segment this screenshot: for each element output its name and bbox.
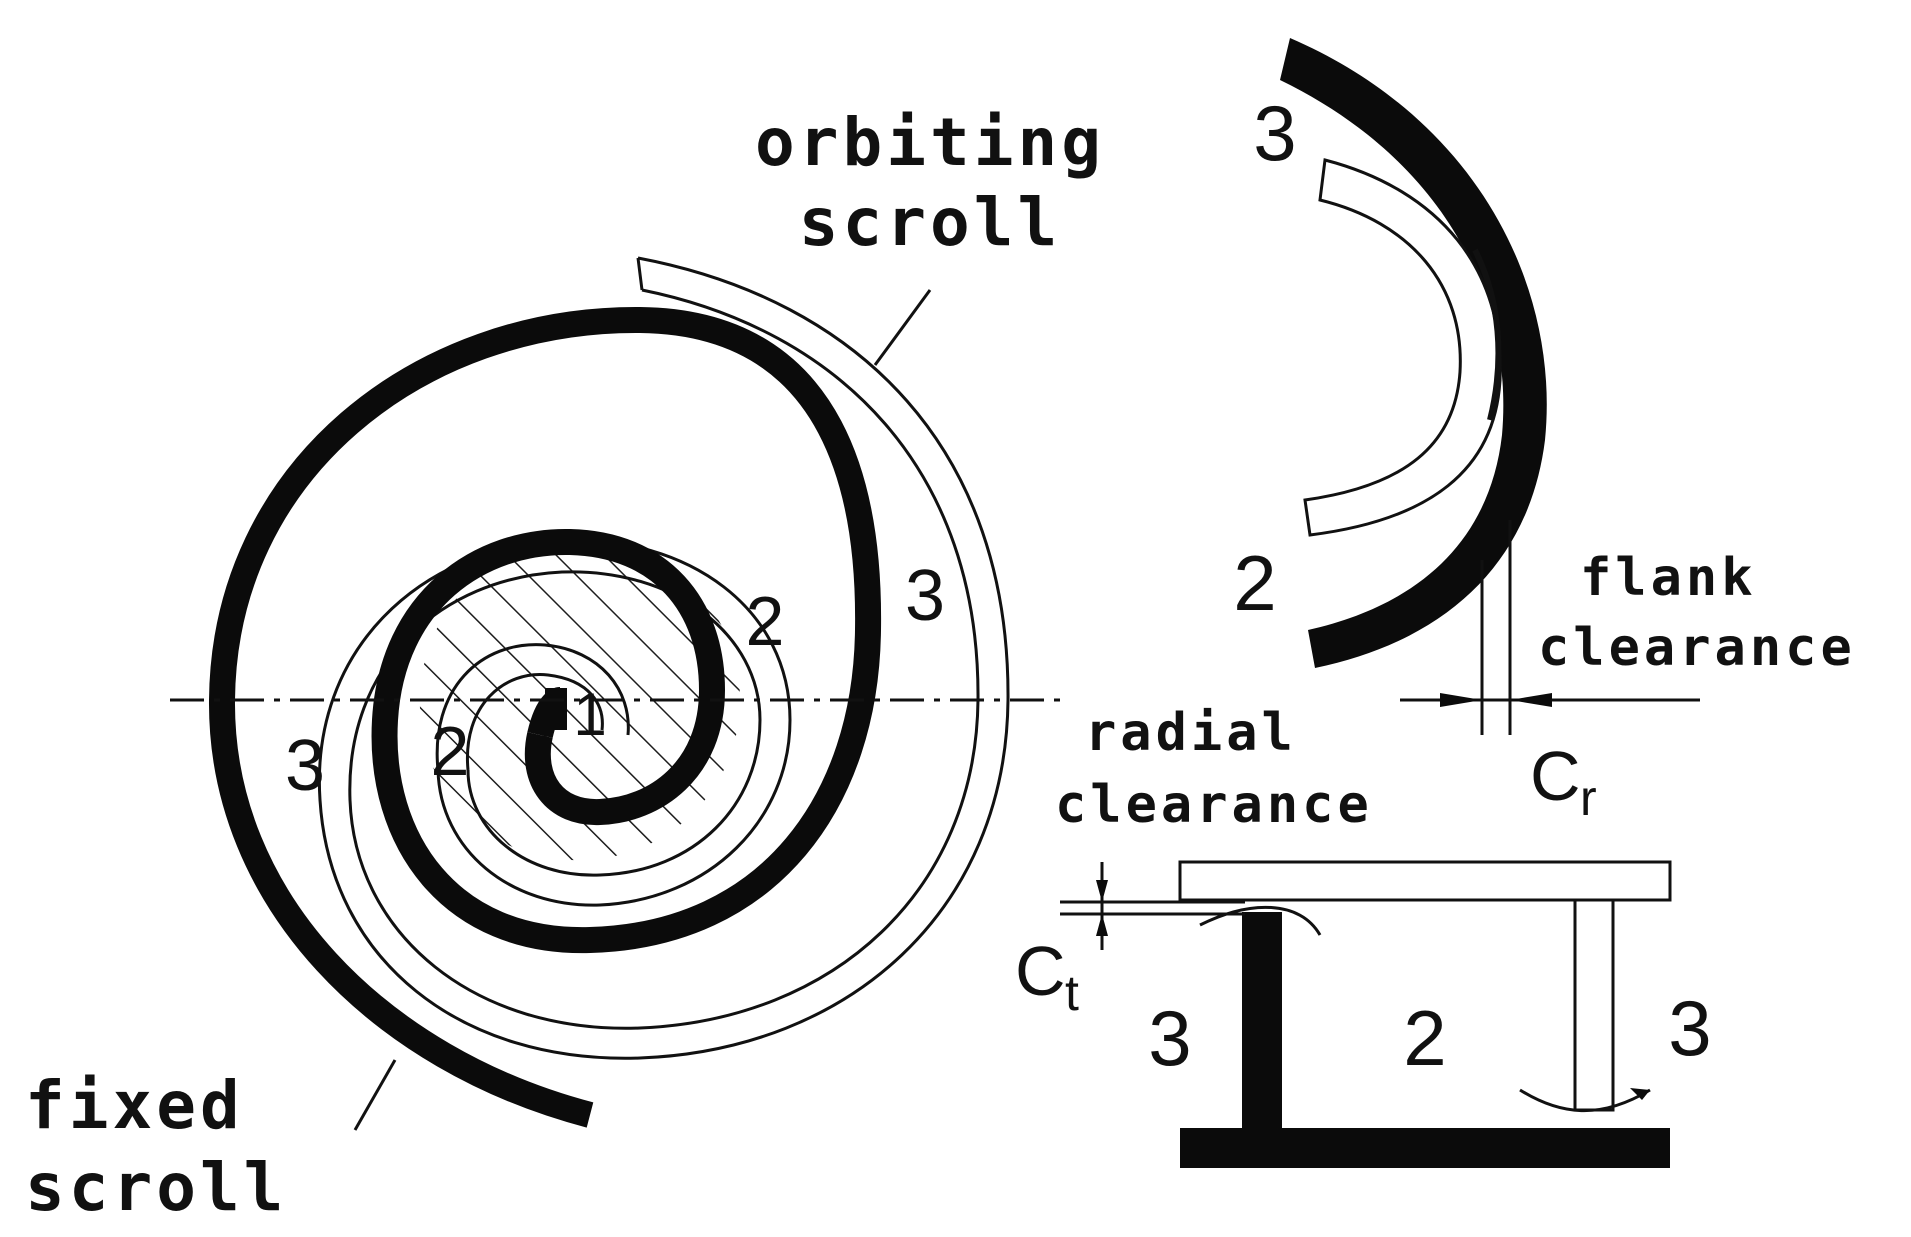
chamber-outer-right-number: 3 — [905, 556, 945, 636]
flank-clearance-label-line1: flank — [1580, 548, 1757, 608]
fixed-scroll-leader — [353, 1059, 397, 1131]
svg-text:C: C — [1015, 932, 1066, 1010]
chamber-outer-left-number: 3 — [285, 726, 325, 806]
radial-clearance-label-line1: radial — [1085, 703, 1297, 763]
radial-chamber-right-number: 3 — [1668, 984, 1711, 1072]
svg-text:r: r — [1580, 770, 1597, 826]
flank-chamber-3-number: 3 — [1253, 89, 1296, 177]
chamber-center-number: 1 — [573, 681, 606, 748]
flank-chamber-2-number: 2 — [1233, 539, 1276, 627]
chamber-inner-right-number: 2 — [746, 582, 785, 660]
ct-symbol: C t — [1015, 932, 1079, 1021]
fixed-scroll-label-line1: fixed — [25, 1067, 244, 1144]
fixed-scroll-label-line2: scroll — [25, 1149, 287, 1226]
flank-clearance-label-line2: clearance — [1538, 618, 1856, 678]
fixed-scroll-wrap — [208, 306, 882, 1128]
radial-clearance-detail: radial clearance C t 3 2 3 — [1015, 703, 1712, 1168]
radial-clearance-label-line2: clearance — [1055, 775, 1373, 835]
svg-text:C: C — [1530, 737, 1581, 815]
flank-clearance-detail: 3 2 flank clearance C r — [1233, 38, 1856, 826]
orbiting-scroll-wrap — [317, 256, 1010, 1060]
orbiting-scroll-label-line2: scroll — [799, 184, 1061, 261]
radial-chamber-middle-number: 2 — [1403, 994, 1446, 1082]
radial-chamber-left-number: 3 — [1148, 994, 1191, 1082]
orbiting-scroll-label-line1: orbiting — [755, 104, 1105, 181]
orbiting-scroll-leader — [873, 289, 932, 366]
svg-text:t: t — [1065, 965, 1079, 1021]
scroll-pair-top-view: 1 2 2 3 3 orbiting scroll fixed scroll — [25, 104, 1105, 1226]
chamber-inner-left-number: 2 — [431, 712, 470, 790]
cr-symbol: C r — [1530, 737, 1597, 826]
